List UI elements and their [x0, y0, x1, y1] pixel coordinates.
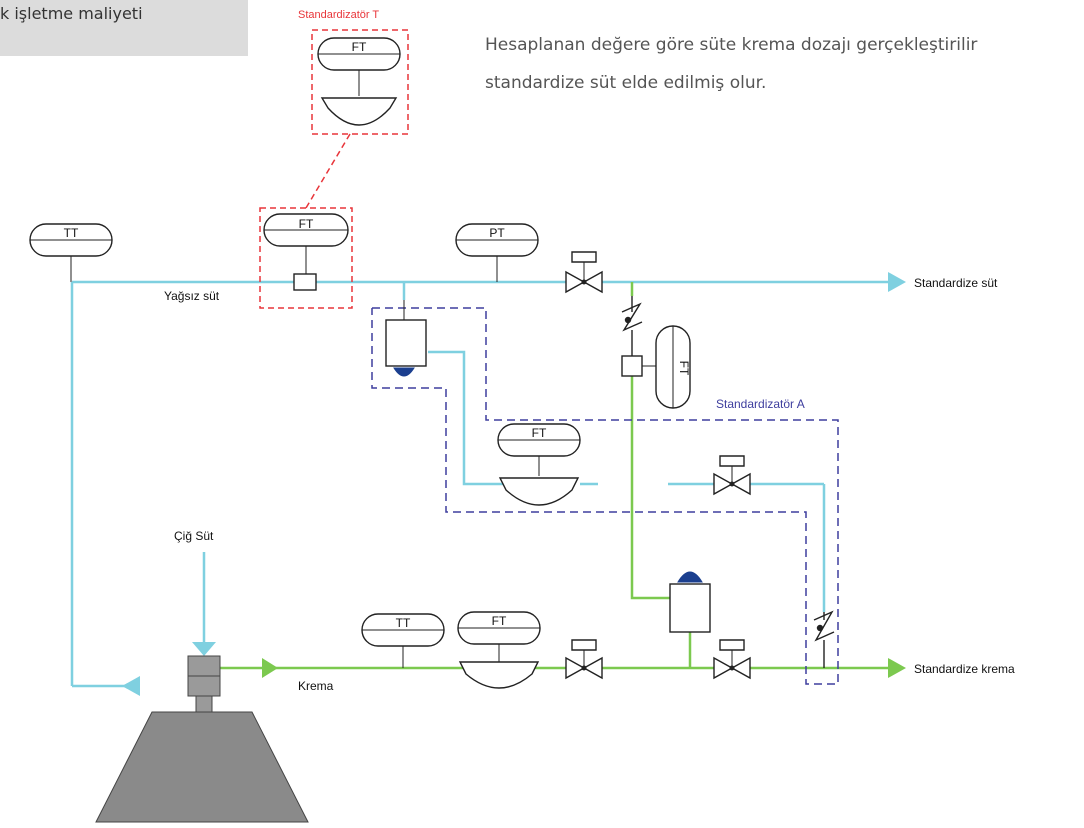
- density-top-bulb: [393, 367, 415, 377]
- check-valve-bottom: [813, 610, 835, 668]
- skim-milk-lines: [70, 280, 890, 688]
- std-a-label: Standardizatör A: [716, 397, 805, 411]
- ft-std-t-text: FT: [352, 40, 367, 54]
- valve-top: [565, 251, 603, 294]
- cream-lines: [220, 282, 890, 670]
- ft-vertical-meter: FT: [621, 325, 691, 409]
- ft-std-t-body: [320, 97, 398, 126]
- tt-bottom-meter: TT: [361, 613, 445, 668]
- out-milk-label: Standardize süt: [914, 276, 998, 290]
- description: Hesaplanan değere göre süte krema dozajı…: [485, 26, 1084, 102]
- ft-lower-sensor: [293, 273, 317, 291]
- milk-arrows: [122, 272, 906, 696]
- valve-a-left: [713, 472, 734, 496]
- valve-a-right: [730, 472, 751, 496]
- top-note-box: k işletme maliyeti: [0, 0, 248, 56]
- check-top-zigzag: [621, 302, 643, 332]
- description-line-1: Hesaplanan değere göre süte krema dozajı…: [485, 35, 978, 55]
- valve-a: [713, 455, 751, 496]
- tt-left-meter: TT: [29, 223, 113, 282]
- ft-bottom-body: [458, 661, 540, 689]
- density-meter-bottom: [669, 571, 711, 633]
- valve-b2-left: [713, 656, 734, 680]
- ft-std-t-meter: FT: [317, 37, 401, 126]
- skim-milk-label: Yağsız süt: [164, 289, 220, 303]
- separator-neck: [195, 695, 213, 713]
- top-note-text: k işletme maliyeti: [0, 4, 143, 23]
- ft-middle-meter: FT: [497, 423, 581, 506]
- std-t-link: [305, 133, 351, 209]
- check-bottom-zigzag: [813, 610, 835, 642]
- check-bottom-dot: [816, 624, 824, 632]
- valve-b1-actuator: [571, 639, 597, 651]
- separator-bowl: [95, 711, 309, 823]
- valve-top-actuator: [571, 251, 597, 263]
- density-to-ft-line: [428, 350, 506, 486]
- raw-milk-label: Çiğ Süt: [174, 529, 214, 543]
- separator: [95, 655, 309, 823]
- density-top-body: [385, 319, 427, 367]
- out-milk-arrow: [888, 272, 906, 292]
- std-a-frame: [371, 307, 839, 685]
- cream-arrows: [262, 658, 906, 678]
- std-t-label: Standardizatör T: [298, 9, 379, 21]
- valve-top-right: [582, 270, 603, 294]
- density-bottom-body: [669, 583, 711, 633]
- density-meter-top: [385, 300, 427, 377]
- cream-dose-line: [630, 366, 670, 600]
- ft-vert-sensor: [621, 355, 643, 377]
- density-bottom-bulb: [677, 571, 703, 583]
- tt-left-text: TT: [64, 226, 79, 240]
- ft-std-t-lower-meter: FT: [263, 213, 349, 291]
- valve-b1-left: [565, 656, 586, 680]
- description-line-2: standardize süt elde edilmiş olur.: [485, 73, 767, 93]
- tt-bottom-text: TT: [396, 616, 411, 630]
- valve-top-left: [565, 270, 586, 294]
- valve-bottom-1: [565, 639, 603, 680]
- std-t-frames: [259, 29, 409, 309]
- valve-a-actuator: [719, 455, 745, 467]
- valve-bottom-2: [713, 639, 751, 680]
- ft-mid-body: [498, 477, 580, 506]
- check-top-dot: [624, 316, 632, 324]
- ft-mid-text: FT: [532, 426, 547, 440]
- out-cream-arrow: [888, 658, 906, 678]
- valve-b2-right: [730, 656, 751, 680]
- check-valve-top: [621, 296, 643, 356]
- ft-bottom-text: FT: [492, 614, 507, 628]
- valve-b2-actuator: [719, 639, 745, 651]
- cream-arrow: [262, 658, 278, 678]
- valve-b1-right: [582, 656, 603, 680]
- pt-text: PT: [489, 226, 505, 240]
- std-a-outline: [371, 307, 839, 685]
- cream-label: Krema: [298, 679, 334, 693]
- std-t-lower-frame: [259, 207, 353, 309]
- raw-inlet-arrow: [192, 642, 216, 656]
- pt-meter: PT: [455, 223, 539, 282]
- skim-return-arrow: [122, 676, 140, 696]
- ft-vert-text: FT: [677, 361, 691, 376]
- ft-lower-text: FT: [299, 217, 314, 231]
- out-cream-label: Standardize krema: [914, 662, 1015, 676]
- ft-bottom-meter: FT: [457, 611, 541, 689]
